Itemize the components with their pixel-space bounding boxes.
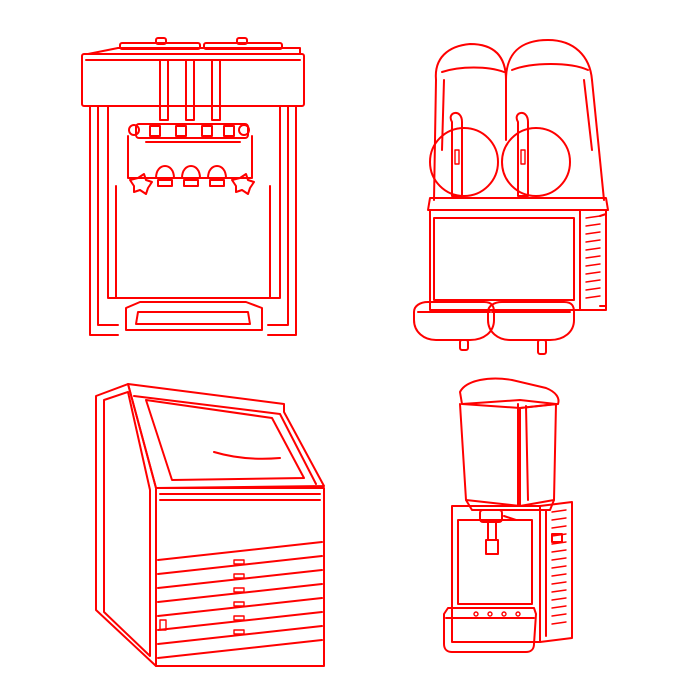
soft-serve-ice-cream-machine-icon xyxy=(81,37,305,336)
slush-machine-icon xyxy=(413,39,609,355)
ice-maker-icon xyxy=(95,383,325,667)
juice-dispenser-icon xyxy=(443,377,573,653)
